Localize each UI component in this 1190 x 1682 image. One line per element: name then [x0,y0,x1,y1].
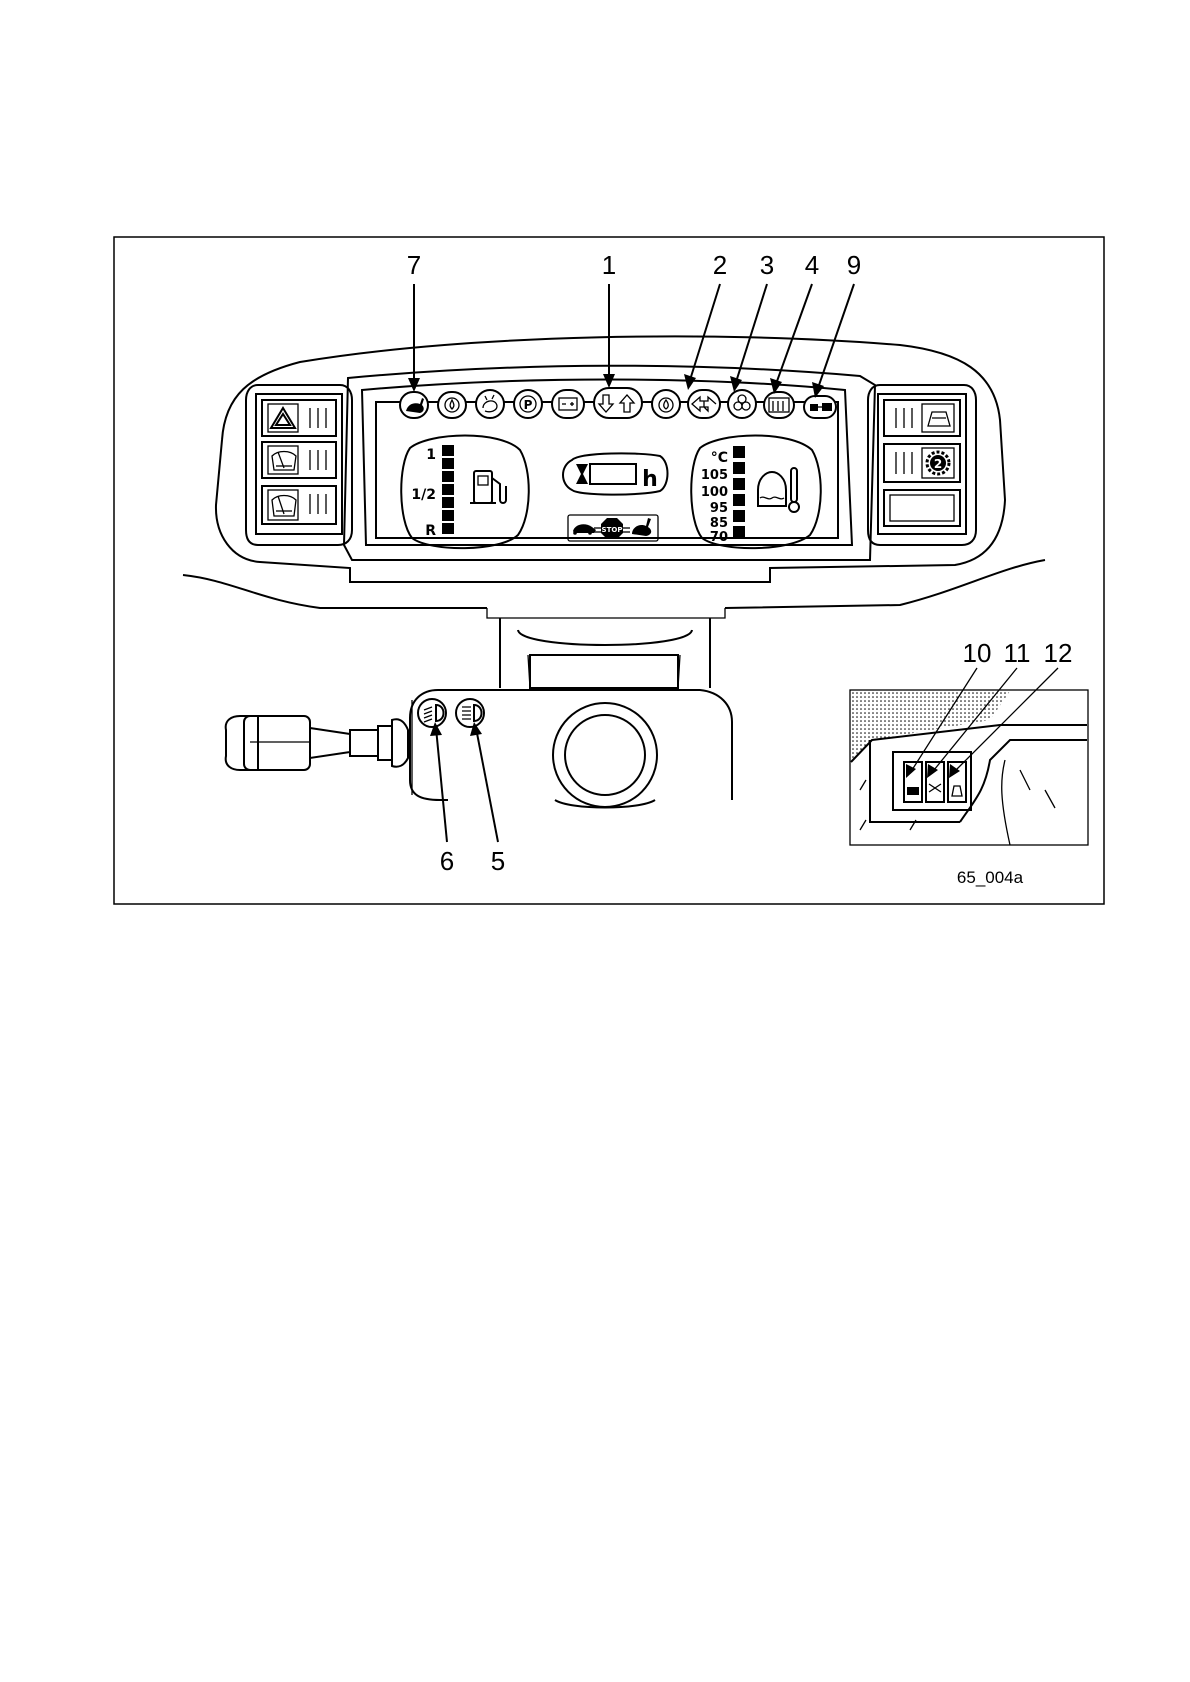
lamp-parking-brake: P [514,390,542,418]
fuel-pump-icon [470,471,506,503]
lamp-air-filter [728,390,756,418]
rear-wiper-switch[interactable] [262,486,336,524]
turtle-icon [573,524,596,533]
right-switch-panel: 2 [868,385,976,545]
figure-code: 65_004a [957,868,1024,887]
low-beam-switch[interactable] [418,699,446,727]
gear-2-icon: 2 [927,452,949,474]
temp-level-bar [733,446,745,538]
callout-4: 4 [805,250,819,280]
callout-6: 6 [440,846,454,876]
temp-label-95: 95 [710,501,728,516]
hazard-warning-icon [271,408,295,428]
callout-2: 2 [713,250,727,280]
inset-detail [850,690,1088,845]
left-switch-panel [246,385,352,545]
front-wiper-switch[interactable] [262,442,336,478]
warning-lamp-row: P [400,388,836,418]
callout-9: 9 [847,250,861,280]
fuel-level-bar [442,445,454,534]
high-beam-switch[interactable] [456,699,484,727]
callout-1: 1 [602,250,616,280]
lamp-rear-window-heater [764,392,794,418]
inset-headliner [851,691,1010,760]
fuel-label-half: 1/2 [411,487,436,503]
rear-wiper-icon [272,496,296,517]
work-light-icon [928,412,950,426]
temp-label-85: 85 [710,516,728,531]
stop-label: STOP [602,526,623,534]
callout-10: 10 [963,638,992,668]
callout-labels: 7 1 2 3 4 9 6 5 10 11 12 [407,250,1073,876]
callout-5: 5 [491,846,505,876]
lamp-turn-signals [688,390,720,418]
lamp-hydraulic [804,396,836,418]
rabbit-speed-icon [632,518,651,536]
temp-unit-label: °C [711,450,728,466]
wiper-icon [272,452,296,471]
lamp-fuel-filter [652,390,680,418]
temp-label-70: 70 [710,530,728,545]
callout-7: 7 [407,250,421,280]
work-light-switch[interactable] [884,400,960,436]
svg-text:2: 2 [934,457,942,471]
lamp-high-speed [400,392,428,418]
hourglass-icon [576,464,588,484]
svg-text:P: P [524,398,533,412]
callout-11: 11 [1004,638,1031,668]
lamp-battery [552,390,584,418]
hour-meter: h [563,453,668,494]
fuel-label-reserve: R [425,523,436,539]
temp-label-105: 105 [701,468,728,483]
fuel-gauge: 1 1/2 R [401,436,529,549]
stop-sign-icon: STOP [601,518,623,539]
coolant-temperature-icon [758,468,799,512]
lamp-travel-direction [594,388,642,418]
hour-meter-unit: h [642,467,658,492]
callout-12: 12 [1044,638,1073,668]
light-lever[interactable] [226,700,412,795]
fuel-label-full: 1 [426,447,436,463]
temperature-gauge: °C 105 100 95 85 70 [691,436,821,549]
gear-mode-switch[interactable]: 2 [884,444,960,482]
hazard-switch[interactable] [262,400,336,436]
callout-3: 3 [760,250,774,280]
blank-switch [884,490,960,526]
lamp-engine-oil [438,392,466,418]
temp-label-100: 100 [701,485,728,500]
hour-meter-display [590,464,636,484]
lamp-preheat [476,390,504,418]
